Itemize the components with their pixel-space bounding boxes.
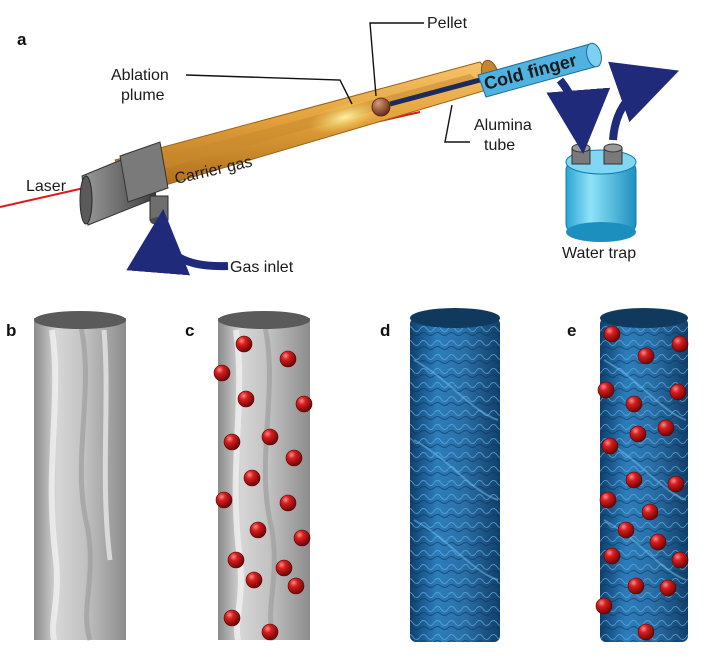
particle (595, 597, 613, 615)
particle (235, 335, 253, 353)
tube-end-cap (79, 141, 169, 226)
panel-label-e: e (567, 321, 576, 340)
panel-label-a: a (17, 30, 27, 49)
particle (649, 533, 667, 551)
ablation-plume (308, 100, 382, 134)
particle (603, 547, 621, 565)
particle (637, 347, 655, 365)
particle (625, 471, 643, 489)
particle (603, 325, 621, 343)
panel-a: a Cold finger (0, 15, 680, 276)
particle (237, 390, 255, 408)
panel-d-nanotube (410, 308, 500, 642)
alumina-tube-label-2: tube (484, 137, 515, 154)
particle (637, 623, 655, 641)
particle (223, 609, 241, 627)
flow-out-arrow (608, 61, 680, 141)
flow-to-trap-arrow (546, 77, 611, 154)
laser-label: Laser (26, 178, 67, 195)
particle (641, 503, 659, 521)
particle (285, 449, 303, 467)
water-trap (565, 143, 637, 242)
particle (279, 494, 297, 512)
gas-inlet-label: Gas inlet (230, 259, 294, 276)
particle (597, 381, 615, 399)
cold-finger (477, 42, 602, 98)
particle (227, 551, 245, 569)
particle (293, 529, 311, 547)
particle (223, 433, 241, 451)
particle (599, 491, 617, 509)
particle (295, 395, 313, 413)
water-trap-label: Water trap (562, 245, 636, 262)
ablation-plume-label-2: plume (121, 87, 165, 104)
particle (601, 437, 619, 455)
ablation-plume-label-1: Ablation (111, 67, 169, 84)
particle (287, 577, 305, 595)
gas-inlet-arrow (126, 209, 229, 276)
particle (261, 623, 279, 641)
particle (243, 469, 261, 487)
pellet-leader (369, 22, 424, 97)
particle (667, 475, 685, 493)
particle (279, 350, 297, 368)
particle (617, 521, 635, 539)
alumina-tube-leader (444, 104, 470, 143)
particle (275, 559, 293, 577)
particle (659, 579, 677, 597)
particle (671, 335, 689, 353)
pellet-label: Pellet (427, 15, 468, 32)
panel-label-c: c (185, 321, 194, 340)
particle (249, 521, 267, 539)
panel-e-particles (595, 325, 689, 641)
particle (245, 571, 263, 589)
particle (213, 364, 231, 382)
particle (671, 551, 689, 569)
particle (629, 425, 647, 443)
pellet (371, 97, 391, 117)
particle (627, 577, 645, 595)
panel-e-nanotube (600, 308, 688, 642)
panel-c-particles (213, 335, 313, 641)
panel-label-b: b (6, 321, 16, 340)
alumina-tube-label-1: Alumina (474, 117, 532, 134)
panel-b-nanotube (34, 311, 126, 641)
particle (669, 383, 687, 401)
particle (625, 395, 643, 413)
panel-label-d: d (380, 321, 390, 340)
particle (657, 419, 675, 437)
ablation-plume-leader (185, 74, 353, 105)
particle (261, 428, 279, 446)
particle (215, 491, 233, 509)
